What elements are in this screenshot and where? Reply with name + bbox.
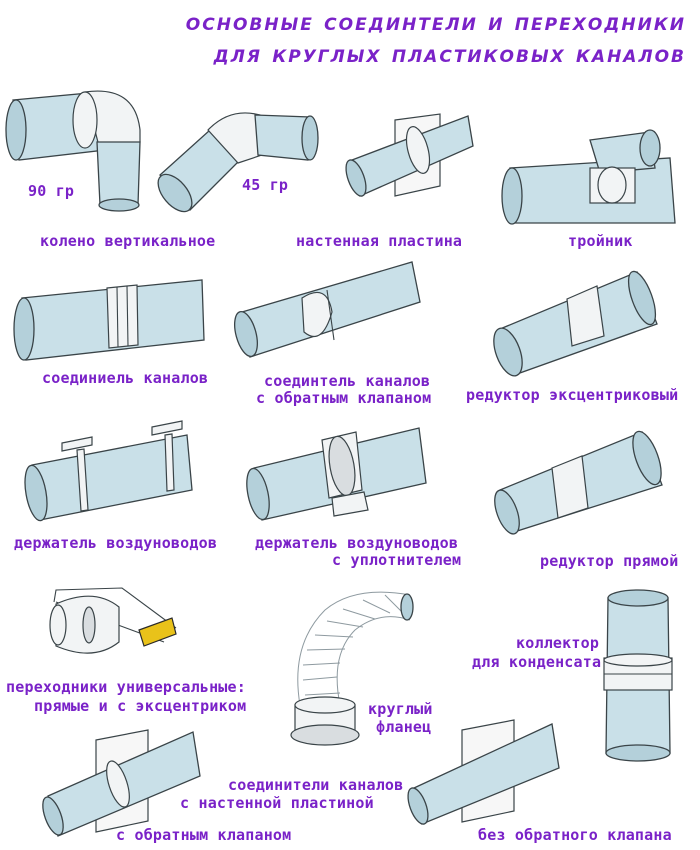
elbow-45-pipe-icon [157,112,319,213]
label-connector-valve-2: с обратным клапаном [256,389,432,407]
page-title-line-2: для круглых пластиковых каналов [213,40,686,68]
flex-hose-flange-icon [290,591,414,746]
label-condensate-1: коллектор [516,634,600,652]
label-holder-seal-2: с уплотнителем [332,551,462,569]
label-without-valve: без обратного клапана [478,826,672,844]
condensate-collector-icon [603,589,673,762]
connector-pipe-icon [13,279,205,361]
label-wall-plate: настенная пластина [296,232,463,250]
label-connector-valve-1: соединтель каналов [264,372,431,390]
tee-pipe-icon [501,129,676,225]
label-45-degrees: 45 гр [242,176,289,194]
holder-pipe-icon [24,420,193,522]
label-elbow-vertical: колено вертикальное [40,232,216,250]
label-holder: держатель воздуноводов [14,534,218,552]
elbow-90-pipe-icon [5,90,141,212]
wall-plate-valve-pipe-icon [42,729,201,837]
label-round-flange-2: фланец [376,718,432,736]
valve-connector-pipe-icon [234,261,421,358]
straight-reducer-pipe-icon [494,430,663,535]
label-universal-1: переходники универсальные: [6,678,246,696]
label-round-flange-1: круглый [368,700,433,718]
seal-holder-pipe-icon [246,427,427,521]
page-title-line-1: Основные соедиНтели и переходники [185,8,686,36]
label-90-degrees: 90 гр [28,182,75,200]
label-tee: тройник [568,232,633,250]
label-universal-2: прямые и с эксцентриком [34,697,247,715]
wall-plate-no-valve-pipe-icon [407,719,560,825]
label-with-valve: с обратным клапаном [116,826,292,844]
label-reducer-straight: редуктор прямой [540,552,679,570]
label-wall-connectors-2: с настенной пластиной [180,794,374,812]
label-reducer-eccentric: редуктор эксцентриковый [466,386,679,404]
label-holder-seal-1: держатель воздуноводов [255,534,459,552]
wall-plate-pipe-icon [345,113,474,197]
label-condensate-2: для конденсата [472,653,602,671]
label-wall-connectors-1: соединители каналов [228,776,404,794]
label-connector: соединиель каналов [42,369,209,387]
saw-adapter-icon [49,587,177,654]
eccentric-reducer-pipe-icon [493,270,658,377]
